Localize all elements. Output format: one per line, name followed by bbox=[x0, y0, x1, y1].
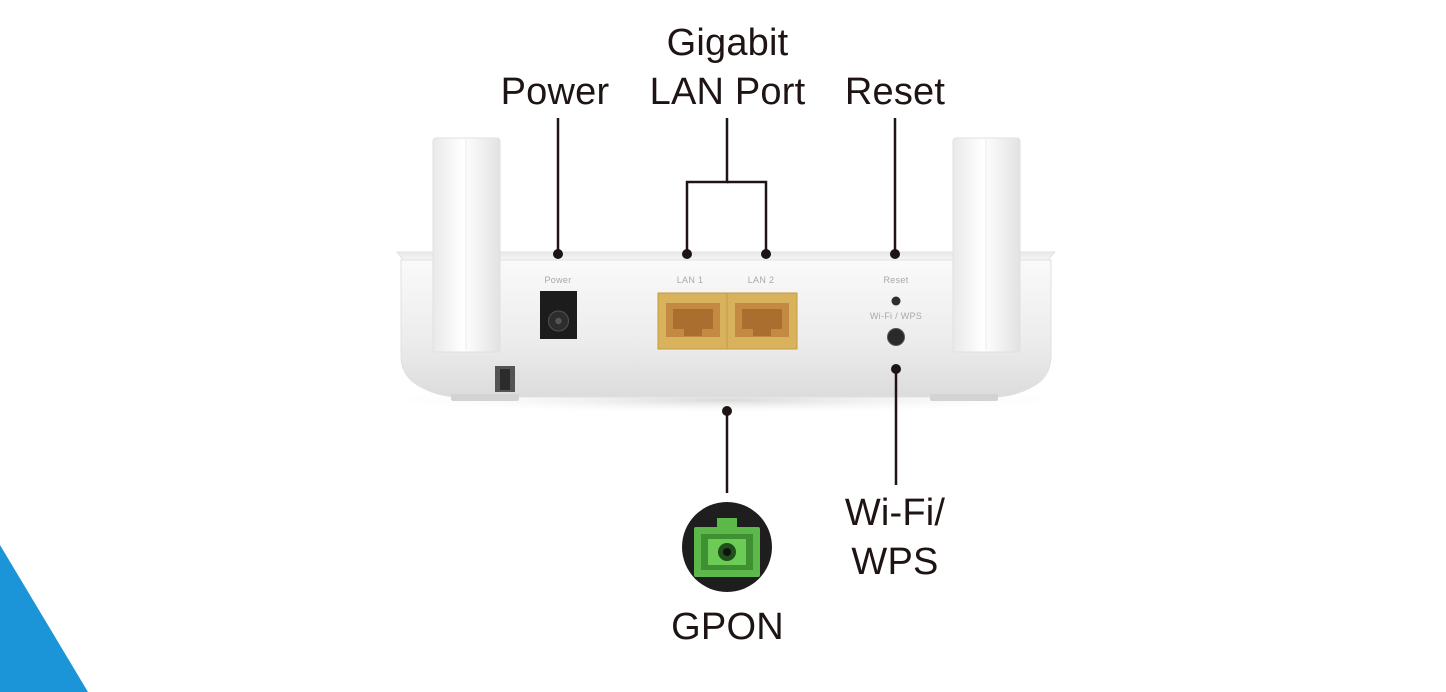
reset-pinhole bbox=[891, 296, 901, 306]
foot-right bbox=[930, 394, 998, 401]
wifi-callout-line1: Wi-Fi/ bbox=[844, 492, 946, 534]
reset-callout-text: Reset bbox=[844, 71, 946, 113]
lan-port-2 bbox=[726, 292, 798, 350]
foot-left bbox=[451, 394, 519, 401]
gpon-connector-icon bbox=[682, 502, 772, 592]
lan-callout-line2: LAN Port bbox=[649, 71, 806, 113]
reset-callout: Reset bbox=[820, 68, 970, 117]
leader-lines bbox=[556, 118, 898, 493]
lan-callout-line1: Gigabit bbox=[666, 22, 789, 64]
panel-label-power: Power bbox=[544, 275, 572, 285]
panel-label-wps: Wi-Fi / WPS bbox=[869, 311, 923, 321]
power-callout-text: Power bbox=[500, 71, 610, 113]
lan-port-callout: Gigabit LAN Port bbox=[620, 19, 835, 117]
wifi-wps-callout: Wi-Fi/ WPS bbox=[820, 489, 970, 587]
antenna-left bbox=[432, 137, 501, 353]
lan-port-1 bbox=[657, 292, 729, 350]
panel-label-lan1: LAN 1 bbox=[676, 275, 704, 285]
power-callout: Power bbox=[480, 68, 630, 117]
panel-label-lan2: LAN 2 bbox=[747, 275, 775, 285]
power-jack bbox=[540, 291, 577, 339]
wifi-callout-line2: WPS bbox=[851, 541, 939, 583]
gpon-callout: GPON bbox=[650, 603, 805, 652]
gpon-callout-text: GPON bbox=[671, 606, 784, 648]
wps-button bbox=[887, 328, 905, 346]
leader-dots bbox=[553, 249, 901, 416]
antenna-right bbox=[952, 137, 1021, 353]
panel-label-reset: Reset bbox=[883, 275, 909, 285]
